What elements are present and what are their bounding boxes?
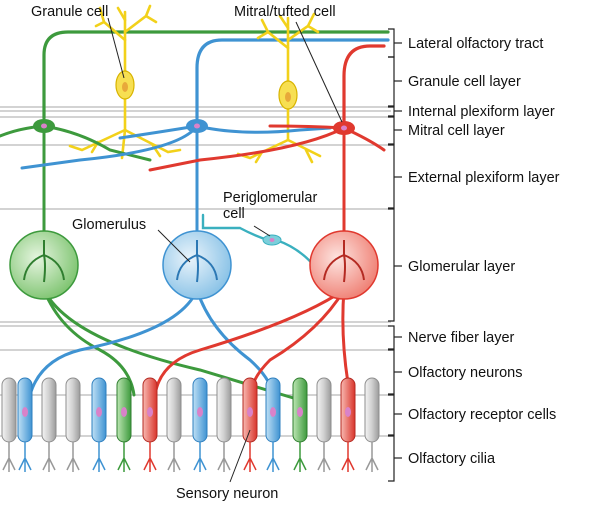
layer-label-olfactory-neurons: Olfactory neurons xyxy=(408,365,522,381)
olfactory-receptor-cells xyxy=(1,377,380,472)
receptor-cell-gray-7 xyxy=(364,377,380,472)
callout-granule-cell: Granule cell xyxy=(31,4,108,20)
callout-mitral-tufted-cell: Mitral/tufted cell xyxy=(234,4,336,20)
receptor-cell-gray-2 xyxy=(41,377,57,472)
layer-label-lateral-olfactory-tract: Lateral olfactory tract xyxy=(408,36,543,52)
callout-leaders xyxy=(107,17,343,483)
receptor-cell-blue-3 xyxy=(192,377,208,472)
receptor-cell-gray-3 xyxy=(65,377,81,472)
receptor-cell-gray-4 xyxy=(166,377,182,472)
receptor-cell-blue-1 xyxy=(17,377,33,472)
layer-label-external-plexiform-layer: External plexiform layer xyxy=(408,170,560,186)
layer-labels: Lateral olfactory tract Granule cell lay… xyxy=(408,36,560,467)
glomerulus-red xyxy=(309,230,379,300)
layer-brackets xyxy=(388,28,402,482)
receptor-cell-gray-6 xyxy=(316,377,332,472)
callout-glomerulus: Glomerulus xyxy=(72,217,146,233)
glomerulus-green xyxy=(9,230,79,300)
receptor-cell-gray-5 xyxy=(216,377,232,472)
layer-label-olfactory-cilia: Olfactory cilia xyxy=(408,451,496,467)
mitral-cell-bodies xyxy=(33,119,355,135)
receptor-cell-gray-1 xyxy=(1,377,17,472)
callout-sensory-neuron: Sensory neuron xyxy=(176,486,278,502)
receptor-cell-red-3 xyxy=(340,377,356,472)
callout-periglomerular-line1: Periglomerular xyxy=(223,190,317,206)
receptor-cell-red-1 xyxy=(142,377,158,472)
layer-label-internal-plexiform-layer: Internal plexiform layer xyxy=(408,104,555,120)
periglomerular-cell xyxy=(201,213,318,270)
layer-label-mitral-cell-layer: Mitral cell layer xyxy=(408,123,505,139)
layer-label-olfactory-receptor-cells: Olfactory receptor cells xyxy=(408,407,556,423)
receptor-cell-red-2 xyxy=(242,377,258,472)
glomerulus-blue xyxy=(162,230,232,300)
layer-label-granule-cell-layer: Granule cell layer xyxy=(408,74,521,90)
layer-label-nerve-fiber-layer: Nerve fiber layer xyxy=(408,330,515,346)
receptor-cell-blue-2 xyxy=(91,377,107,472)
lateral-olfactory-tract-axons xyxy=(42,30,390,130)
receptor-cell-green-2 xyxy=(292,377,308,472)
layer-label-glomerular-layer: Glomerular layer xyxy=(408,259,515,275)
callout-periglomerular-line2: cell xyxy=(223,206,245,222)
receptor-cell-green-1 xyxy=(116,377,132,472)
granule-cell-left xyxy=(68,4,182,160)
receptor-cell-blue-4 xyxy=(265,377,281,472)
granule-cell-right xyxy=(236,12,322,164)
